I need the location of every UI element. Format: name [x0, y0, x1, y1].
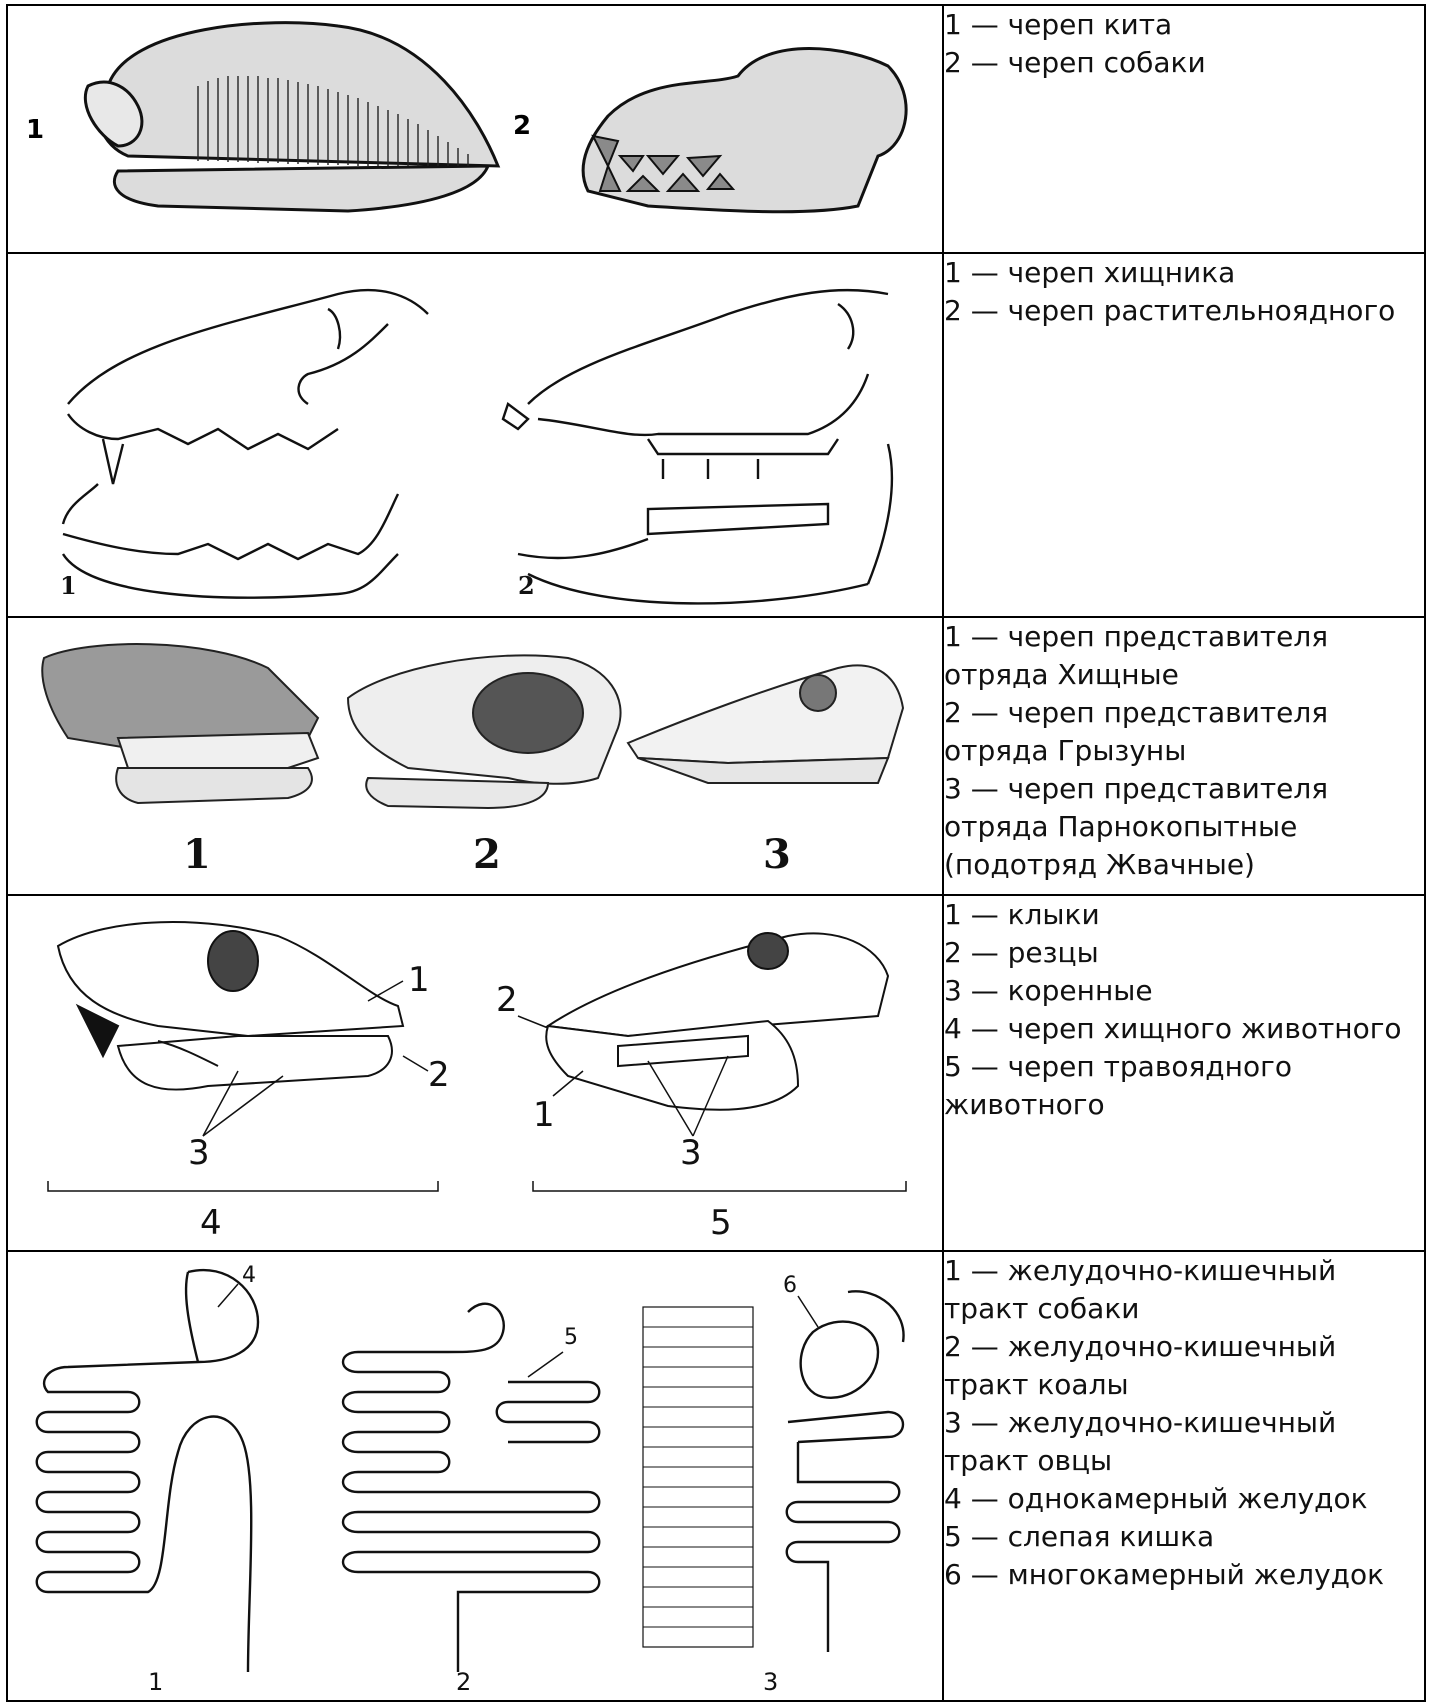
- caption-line: 1 — череп кита: [944, 6, 1424, 44]
- carnivore-skull-drawing: [58, 922, 403, 1090]
- caption-line: 1 — желудочно-кишечный: [944, 1252, 1424, 1290]
- caption-line: 2 — резцы: [944, 934, 1424, 972]
- caption-line: отряда Парнокопытные: [944, 808, 1424, 846]
- caption-line: 1 — череп хищника: [944, 254, 1424, 292]
- predator-label: 1: [60, 571, 77, 600]
- herbivore-canine-label: 1: [533, 1095, 555, 1135]
- caption-line: 5 — слепая кишка: [944, 1518, 1424, 1556]
- three-orders-skulls-figure: 1 2 3: [7, 617, 943, 895]
- caption-line: 4 — череп хищного животного: [944, 1010, 1424, 1048]
- caption-line: 2 — череп растительноядного: [944, 292, 1424, 330]
- multi-stomach-label: 6: [783, 1273, 797, 1298]
- caption-line: 1 — череп представителя: [944, 618, 1424, 656]
- herbivore-skull-drawing: [503, 290, 892, 603]
- table-row-5: 4 1 5 2: [7, 1251, 1425, 1701]
- herbivore-skull-label: 5: [710, 1203, 732, 1243]
- caption-line: животного: [944, 1086, 1424, 1124]
- carnivore-incisor-label: 2: [428, 1055, 450, 1095]
- digestive-tracts-figure: 4 1 5 2: [7, 1251, 943, 1701]
- dog-label: 2: [513, 111, 531, 141]
- caption-line: (подотряд Жвачные): [944, 846, 1424, 884]
- caption-line: 2 — череп представителя: [944, 694, 1424, 732]
- caption-line: отряда Хищные: [944, 656, 1424, 694]
- whale-label: 1: [26, 115, 44, 145]
- koala-tract-drawing: [343, 1304, 599, 1672]
- herbivore-label: 2: [518, 571, 535, 600]
- caption-line: 5 — череп травоядного: [944, 1048, 1424, 1086]
- predator-herbivore-skulls-figure: 1 2: [7, 253, 943, 617]
- dog-tract-label: 1: [148, 1668, 163, 1696]
- herbivore-skull-drawing: [546, 933, 888, 1110]
- sheep-tract-drawing: [643, 1291, 904, 1652]
- order-2-label: 2: [473, 831, 501, 878]
- caption-line: 6 — многокамерный желудок: [944, 1556, 1424, 1594]
- caption-row-5: 1 — желудочно-кишечный тракт собаки 2 — …: [943, 1251, 1425, 1701]
- koala-tract-label: 2: [456, 1668, 471, 1696]
- caption-line: 4 — однокамерный желудок: [944, 1480, 1424, 1518]
- caption-line: тракт собаки: [944, 1290, 1424, 1328]
- comparison-table: 1 2 1 — череп кита 2 — череп собаки: [6, 4, 1426, 1702]
- table-row-1: 1 2 1 — череп кита 2 — череп собаки: [7, 5, 1425, 253]
- carnivore-canine-label: 1: [408, 960, 430, 1000]
- cecum-label: 5: [564, 1325, 578, 1350]
- dog-tract-drawing: [37, 1270, 258, 1672]
- table-row-4: 1 2 3 4 2 1 3: [7, 895, 1425, 1251]
- sheep-tract-label: 3: [763, 1668, 778, 1696]
- order-1-label: 1: [183, 831, 211, 878]
- caption-row-3: 1 — череп представителя отряда Хищные 2 …: [943, 617, 1425, 895]
- caption-line: тракт овцы: [944, 1442, 1424, 1480]
- whale-skull-drawing: [85, 23, 498, 211]
- caption-row-4: 1 — клыки 2 — резцы 3 — коренные 4 — чер…: [943, 895, 1425, 1251]
- caption-line: отряда Грызуны: [944, 732, 1424, 770]
- whale-dog-skulls-figure: 1 2: [7, 5, 943, 253]
- carnivore-order-skull-drawing: [42, 644, 318, 803]
- carnivore-molar-label: 3: [188, 1133, 210, 1173]
- herbivore-molar-label: 3: [680, 1133, 702, 1173]
- caption-row-1: 1 — череп кита 2 — череп собаки: [943, 5, 1425, 253]
- carnivore-skull-label: 4: [200, 1203, 222, 1243]
- order-3-label: 3: [763, 831, 791, 878]
- caption-line: 2 — желудочно-кишечный: [944, 1328, 1424, 1366]
- predator-skull-drawing: [63, 290, 428, 598]
- single-stomach-label: 4: [242, 1263, 256, 1288]
- caption-line: 3 — желудочно-кишечный: [944, 1404, 1424, 1442]
- teeth-types-figure: 1 2 3 4 2 1 3: [7, 895, 943, 1251]
- caption-line: 3 — череп представителя: [944, 770, 1424, 808]
- rodent-order-skull-drawing: [348, 655, 621, 808]
- caption-line: 1 — клыки: [944, 896, 1424, 934]
- ruminant-order-skull-drawing: [628, 665, 903, 783]
- caption-row-2: 1 — череп хищника 2 — череп растительноя…: [943, 253, 1425, 617]
- herbivore-incisor-label: 2: [496, 980, 518, 1020]
- table-row-3: 1 2 3 1 — череп представителя отряда Хищ…: [7, 617, 1425, 895]
- caption-line: 3 — коренные: [944, 972, 1424, 1010]
- caption-line: тракт коалы: [944, 1366, 1424, 1404]
- caption-line: 2 — череп собаки: [944, 44, 1424, 82]
- table-row-2: 1 2 1 — череп хищника 2 — череп рас: [7, 253, 1425, 617]
